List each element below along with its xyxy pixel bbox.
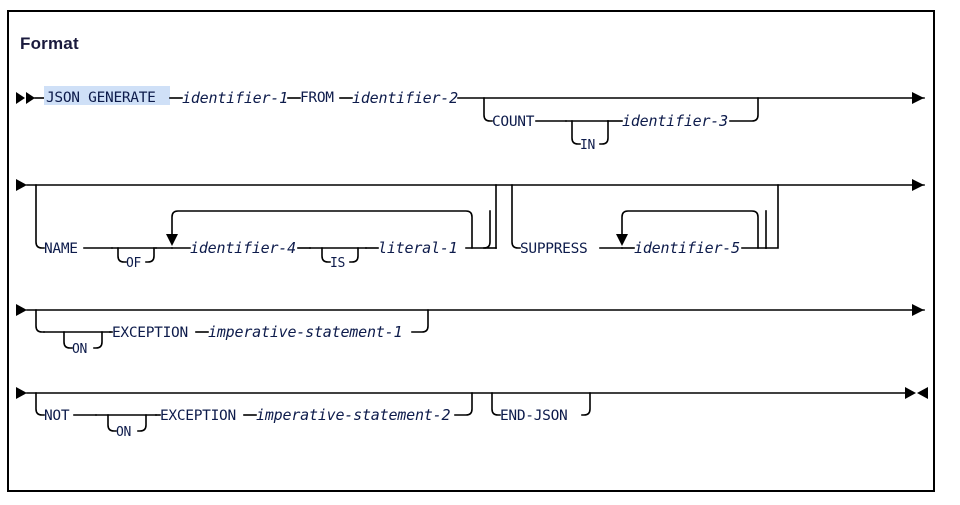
not-exception-branch-enter bbox=[35, 392, 45, 416]
page-title: Format bbox=[20, 34, 79, 53]
continue-arrow-icon bbox=[16, 387, 27, 399]
is-keyword: IS bbox=[330, 256, 345, 271]
of-branch-exit bbox=[145, 247, 155, 263]
continue-arrow-icon bbox=[912, 92, 924, 104]
name-repeat-loop bbox=[171, 210, 473, 249]
count-branch-exit bbox=[729, 97, 759, 122]
identifier-4: identifier-4 bbox=[190, 239, 296, 257]
on-branch-exit bbox=[93, 331, 103, 349]
name-branch-enter bbox=[35, 184, 45, 249]
on-branch-2-exit bbox=[137, 414, 147, 432]
count-keyword: COUNT bbox=[492, 114, 535, 130]
of-keyword: OF bbox=[126, 256, 142, 271]
end-marker-icon bbox=[905, 387, 928, 399]
repeat-arrow-icon bbox=[616, 234, 628, 246]
continue-arrow-icon bbox=[16, 304, 27, 316]
continue-arrow-icon bbox=[912, 304, 924, 316]
on-branch-enter bbox=[63, 331, 73, 349]
in-branch-exit bbox=[599, 120, 609, 145]
identifier-3: identifier-3 bbox=[622, 112, 728, 130]
is-branch-enter bbox=[321, 247, 331, 263]
end-json-branch-enter bbox=[491, 392, 501, 416]
on-exception-branch-exit bbox=[411, 309, 429, 333]
on-keyword-2: ON bbox=[116, 425, 131, 440]
not-exception-branch-exit bbox=[454, 392, 473, 416]
exception-keyword-1: EXCEPTION bbox=[112, 325, 188, 341]
identifier-5: identifier-5 bbox=[634, 239, 740, 257]
on-exception-branch-enter bbox=[35, 309, 45, 333]
identifier-1: identifier-1 bbox=[182, 89, 288, 107]
is-branch-exit bbox=[349, 247, 359, 263]
suppress-branch-enter bbox=[511, 184, 521, 249]
repeat-arrow-icon bbox=[166, 234, 178, 246]
on-keyword-1: ON bbox=[72, 342, 87, 357]
end-json-branch-exit bbox=[581, 392, 591, 416]
name-group-exit-inner bbox=[465, 210, 491, 249]
json-generate-keyword: JSON GENERATE bbox=[46, 90, 156, 106]
not-keyword: NOT bbox=[44, 408, 70, 424]
count-branch-enter bbox=[483, 97, 493, 122]
imperative-statement-1: imperative-statement-1 bbox=[208, 323, 402, 341]
of-branch-enter bbox=[117, 247, 127, 263]
continue-arrow-icon bbox=[16, 179, 27, 191]
in-branch-enter bbox=[571, 120, 581, 145]
identifier-2: identifier-2 bbox=[352, 89, 458, 107]
suppress-branch-exit bbox=[765, 184, 779, 249]
in-keyword: IN bbox=[580, 138, 595, 153]
exception-keyword-2: EXCEPTION bbox=[160, 408, 236, 424]
on-branch-2-enter bbox=[107, 414, 117, 432]
imperative-statement-2: imperative-statement-2 bbox=[256, 406, 450, 424]
name-keyword: NAME bbox=[44, 241, 78, 257]
from-keyword: FROM bbox=[300, 90, 334, 106]
json-generate-highlight bbox=[44, 86, 170, 105]
start-marker-icon bbox=[16, 92, 35, 104]
suppress-repeat-loop bbox=[621, 210, 759, 249]
end-json-keyword: END-JSON bbox=[500, 408, 567, 424]
continue-arrow-icon bbox=[912, 179, 924, 191]
literal-1: literal-1 bbox=[378, 239, 457, 257]
suppress-keyword: SUPPRESS bbox=[520, 241, 587, 257]
